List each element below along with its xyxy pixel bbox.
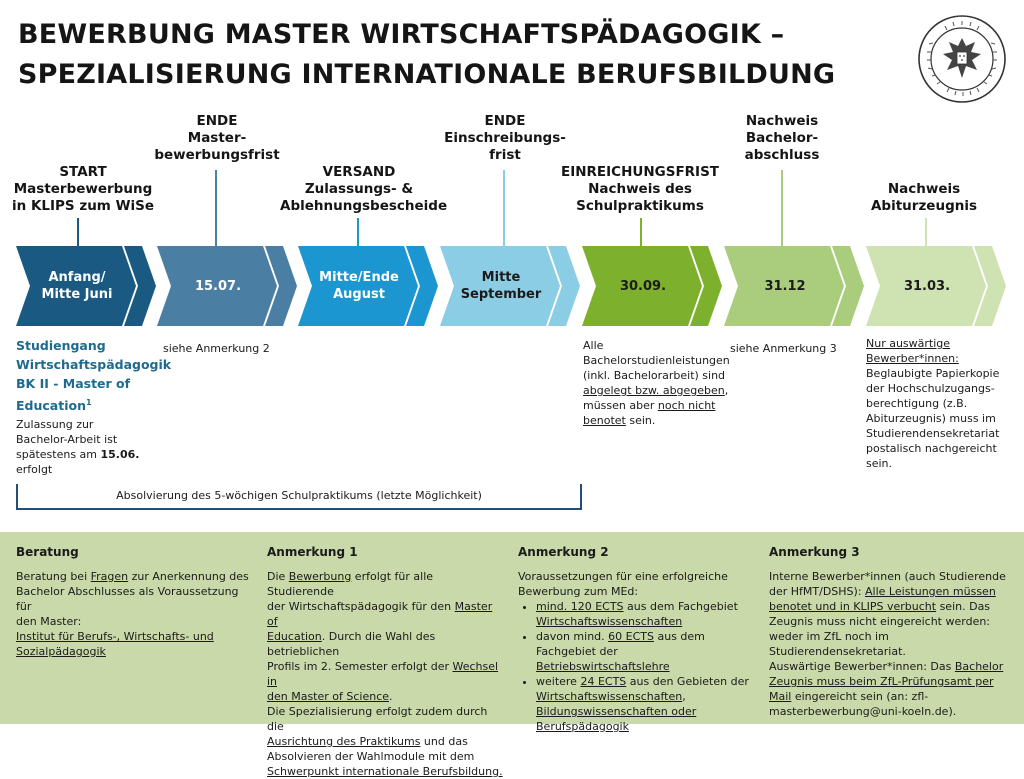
connector-line-bewerbungsfrist — [215, 170, 217, 246]
anmerkung-2-list: mind. 120 ECTS aus dem FachgebietWirtsch… — [518, 599, 754, 734]
timeline-chevron-7 — [866, 246, 986, 326]
anmerkung-1-heading: Anmerkung 1 — [267, 545, 358, 559]
footer-beratung: Beratung Beratung bei Fragen zur Anerken… — [16, 545, 252, 659]
footer-anmerkung-3: Anmerkung 3 Interne Bewerber*innen (auch… — [769, 545, 1009, 719]
chevron-date-anfang-juni: Anfang/Mitte Juni — [41, 270, 113, 302]
connector-line-einschreibungsfrist — [503, 170, 505, 246]
university-seal-icon — [918, 15, 1006, 103]
connector-line-abiturzeugnis — [925, 218, 927, 246]
studiengang-heading: Studiengang Wirtschaftspädagogik BK II -… — [16, 338, 172, 414]
anmerkung-2-intro: Voraussetzungen für eine erfolgreiche Be… — [518, 570, 728, 598]
connector-line-versand — [357, 218, 359, 246]
chevron-date-31-12: 31.12 — [764, 278, 806, 294]
timeline-arrow-7 — [974, 246, 1006, 326]
page-title-line-2: SPEZIALISIERUNG INTERNATIONALE BERUFSBIL… — [18, 59, 836, 90]
anmerkung-3-heading: Anmerkung 3 — [769, 545, 860, 559]
timeline-chevron-2 — [157, 246, 277, 326]
beratung-heading: Beratung — [16, 545, 79, 559]
connector-line-bachelorabschluss — [781, 170, 783, 246]
timeline-arrow-3 — [406, 246, 438, 326]
list-item: mind. 120 ECTS aus dem FachgebietWirtsch… — [536, 599, 754, 629]
timeline-arrow-5 — [690, 246, 722, 326]
anmerkung-3-reference: siehe Anmerkung 3 — [730, 342, 837, 355]
anmerkung-2-reference: siehe Anmerkung 2 — [163, 342, 270, 355]
timeline-arrow-4 — [548, 246, 580, 326]
timeline-arrow-6 — [832, 246, 864, 326]
footer-anmerkung-1: Anmerkung 1 Die Bewerbung erfolgt für al… — [267, 545, 503, 779]
zulassung-note: Zulassung zur Bachelor-Arbeit ist spätes… — [16, 418, 140, 476]
page-title-line-1: BEWERBUNG MASTER WIRTSCHAFTSPÄDAGOGIK – — [18, 19, 785, 50]
list-item: weitere 24 ECTS aus den Gebieten derWirt… — [536, 674, 754, 734]
abitur-note: Nur auswärtige Bewerber*innen: Beglaubig… — [866, 337, 1000, 470]
praktikum-bracket — [16, 484, 582, 510]
anmerkung-2-heading: Anmerkung 2 — [518, 545, 609, 559]
chevron-date-31-03: 31.03. — [903, 278, 951, 294]
connector-line-start — [77, 218, 79, 246]
chevron-date-15-07: 15.07. — [194, 278, 242, 294]
timeline-chevron-6 — [724, 246, 844, 326]
timeline-chevron-1 — [16, 246, 136, 326]
anmerkung-3-text: Interne Bewerber*innen (auch Studierende… — [769, 570, 1006, 718]
connector-line-einreichungsfrist — [640, 218, 642, 246]
timeline-chevron-4 — [440, 246, 560, 326]
praktikum-bracket-label: Absolvierung des 5-wöchigen Schulpraktik… — [116, 489, 482, 502]
beratung-text: Beratung bei Fragen zur Anerkennung des … — [16, 570, 249, 658]
anmerkung-1-text: Die Bewerbung erfolgt für alle Studieren… — [267, 570, 503, 778]
bachelor-leistungen-note: Alle Bachelorstudienleistungen (inkl. Ba… — [583, 339, 730, 427]
timeline-arrow-1 — [124, 246, 156, 326]
chevron-date-30-09: 30.09. — [619, 278, 667, 294]
timeline-arrow-2 — [265, 246, 297, 326]
footer-anmerkung-2: Anmerkung 2 Voraussetzungen für eine erf… — [518, 545, 754, 734]
timeline-chevron-5 — [582, 246, 702, 326]
timeline-chevron-3 — [298, 246, 418, 326]
footer-panel: Beratung Beratung bei Fragen zur Anerken… — [0, 532, 1024, 778]
